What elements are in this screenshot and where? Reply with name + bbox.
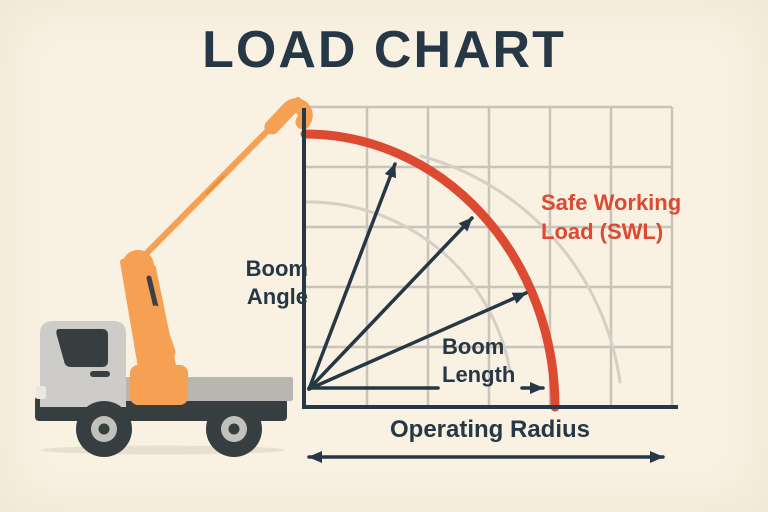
- safe-working-load-label: Safe Working Load (SWL): [541, 190, 682, 244]
- crane-truck-illustration: [35, 97, 313, 457]
- cab-window: [56, 329, 108, 367]
- door-handle: [90, 371, 110, 377]
- boom-angle-label: Boom Angle: [245, 256, 308, 309]
- boom-arrow-steep: [307, 162, 397, 391]
- boom-length-label: Boom Length: [442, 334, 516, 387]
- faint-load-curve-outer: [419, 154, 622, 384]
- boom-seam: [205, 175, 225, 195]
- front-marker-light: [36, 386, 46, 399]
- rear-wheel: [206, 401, 262, 457]
- page-title: LOAD CHART: [202, 21, 566, 79]
- operating-radius-label: Operating Radius: [389, 416, 591, 443]
- faint-load-curve-inner: [304, 200, 512, 373]
- boom-arrow-mid: [307, 216, 474, 391]
- crane-boom-tip-hook: [264, 98, 313, 135]
- boom-position-arrows: [307, 162, 545, 394]
- chart-axes: [302, 108, 678, 409]
- swl-curve: [300, 129, 560, 412]
- boom-arrow-low: [307, 291, 528, 391]
- front-wheel: [76, 401, 132, 457]
- hydraulic-cylinder: [148, 305, 176, 359]
